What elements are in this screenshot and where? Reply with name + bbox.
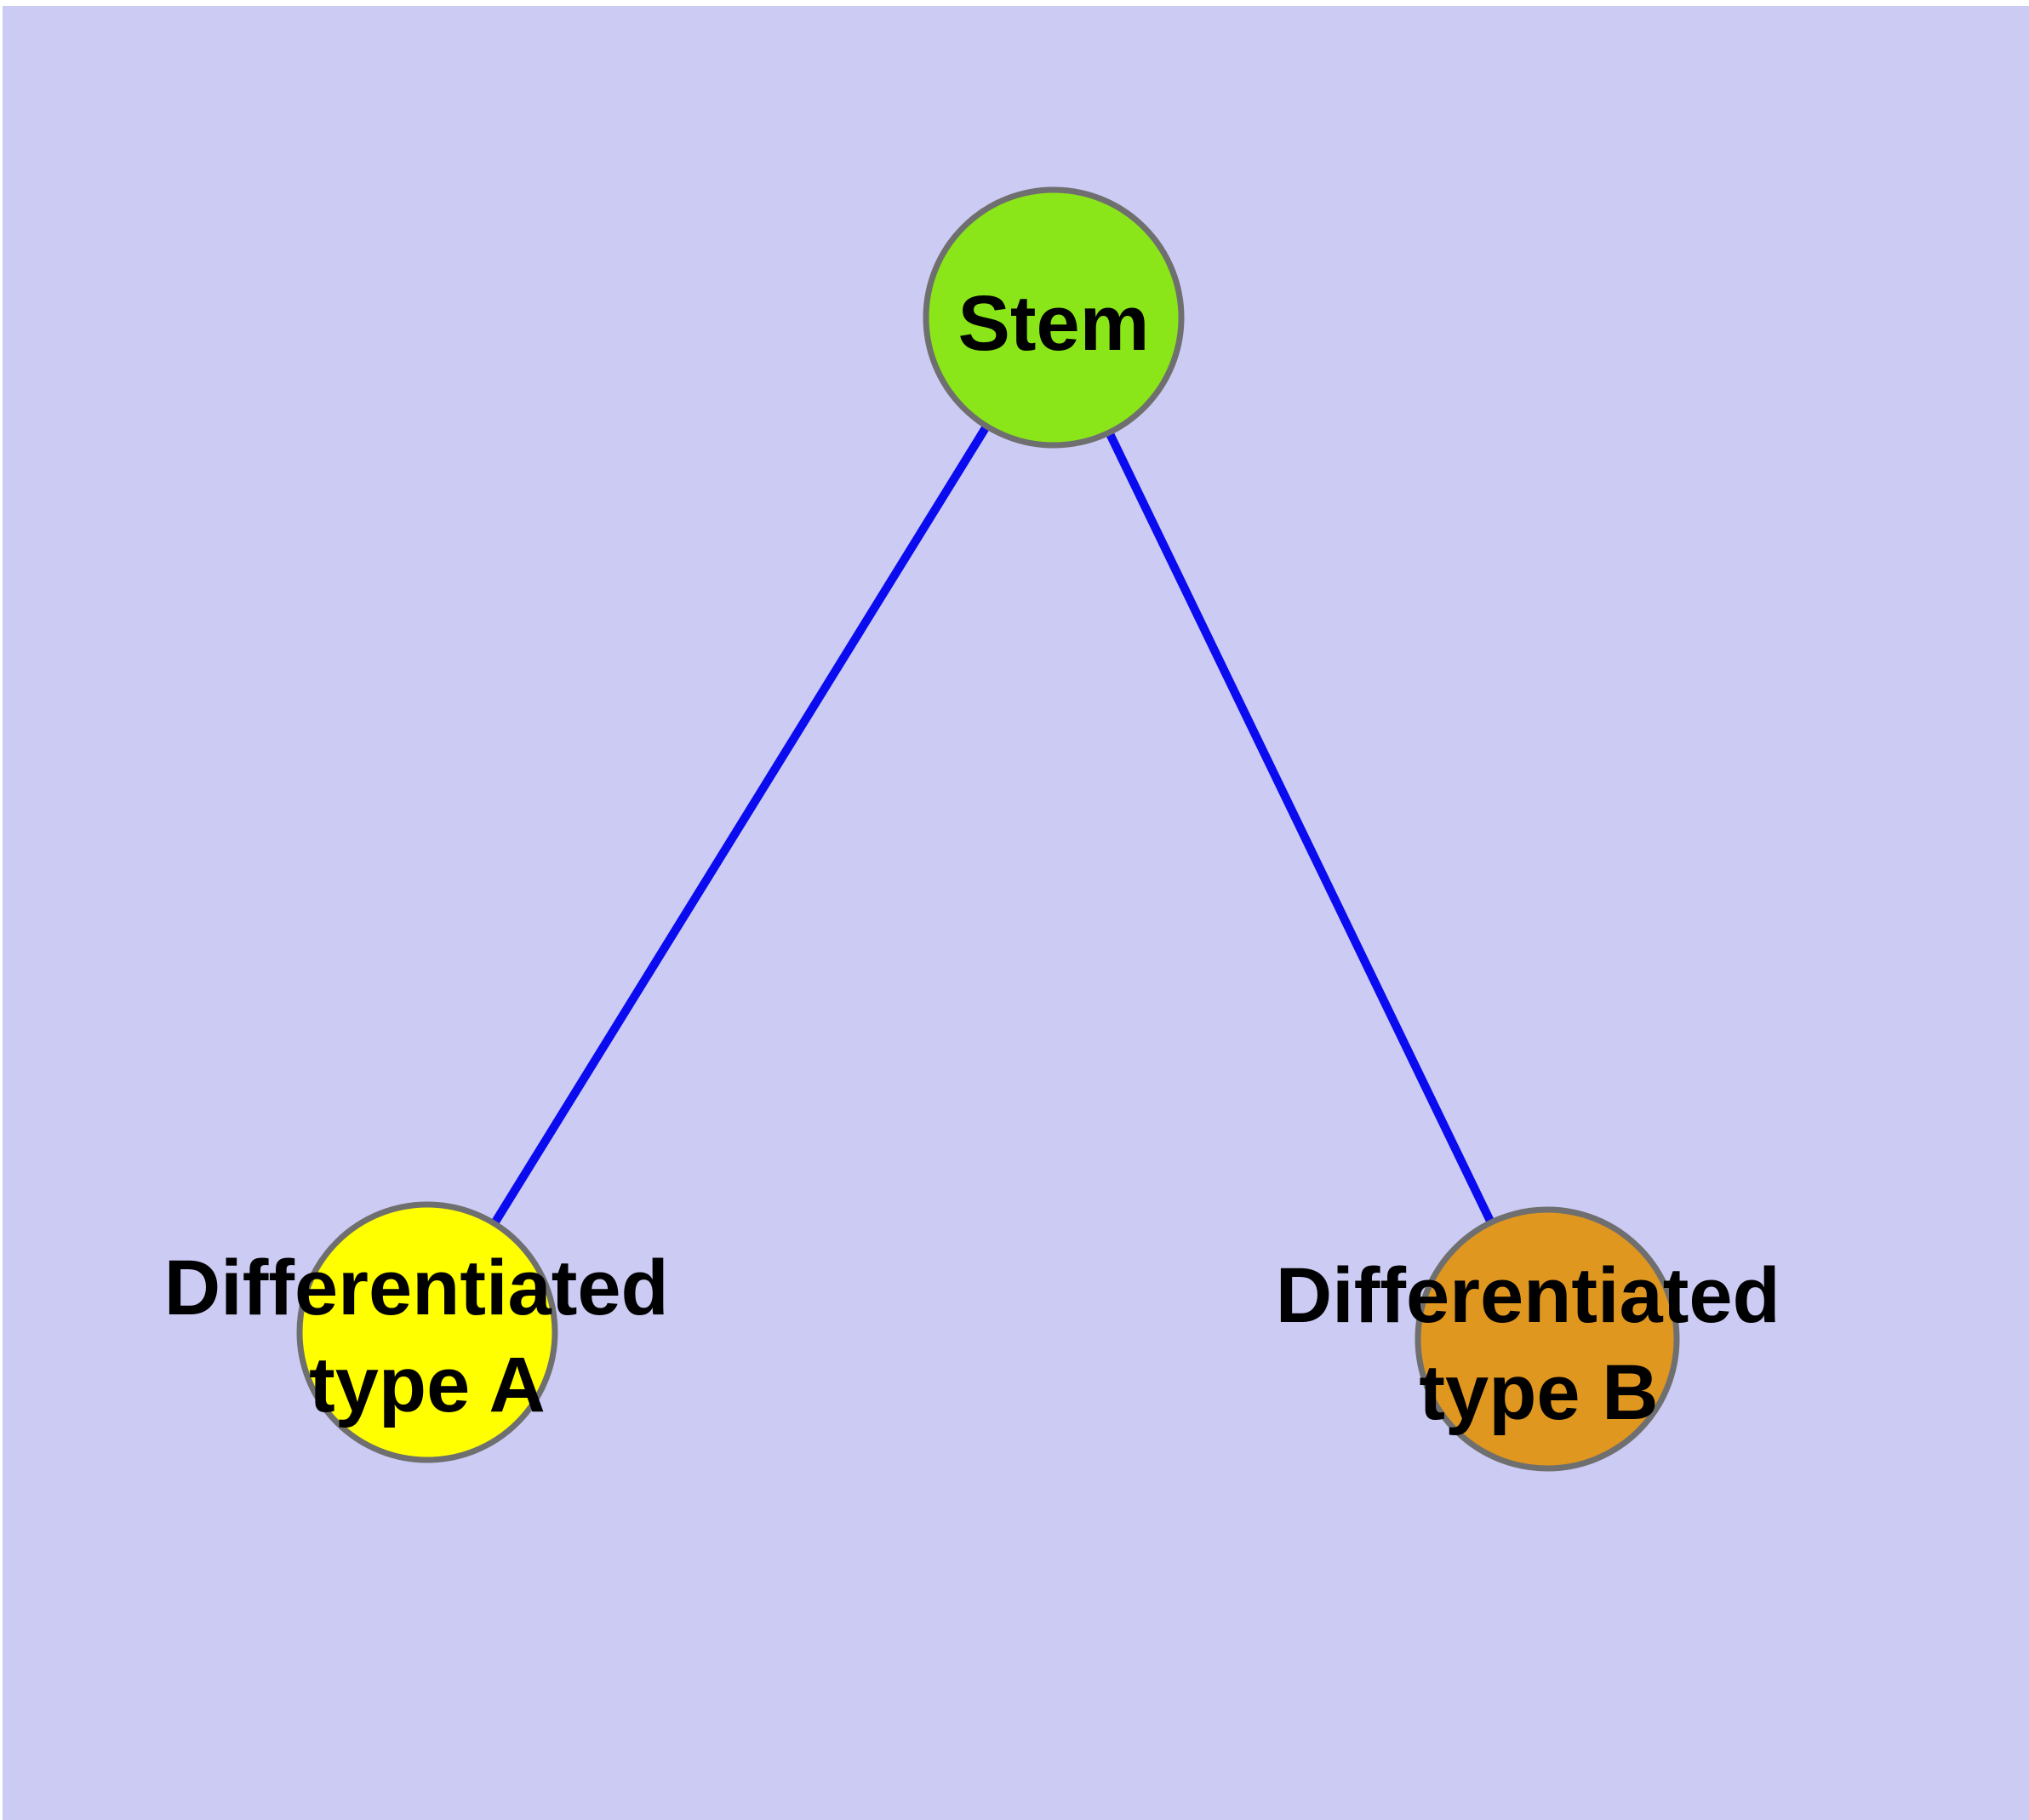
node-type-a-circle [296, 1201, 558, 1463]
node-type-b-circle [1415, 1206, 1680, 1472]
node-type-a-label: Differentiated type A [164, 1245, 691, 1428]
edge-stem-to-type-b [1049, 315, 1552, 1342]
node-differentiated-type-a: Differentiated type A [164, 1201, 691, 1463]
edge-stem-to-type-a [423, 315, 1058, 1335]
node-type-b-label-line2: type B [1419, 1349, 1658, 1436]
node-differentiated-type-b: Differentiated type B [1276, 1206, 1803, 1472]
node-type-a-label-line1: Differentiated [164, 1245, 669, 1331]
node-stem-label: Stem [958, 280, 1150, 367]
node-type-a-label-line2: type A [309, 1342, 546, 1428]
node-stem: Stem [923, 186, 1185, 449]
node-type-b-label: Differentiated type B [1276, 1252, 1803, 1436]
node-stem-circle [923, 186, 1185, 449]
node-type-b-label-line1: Differentiated [1276, 1252, 1780, 1339]
